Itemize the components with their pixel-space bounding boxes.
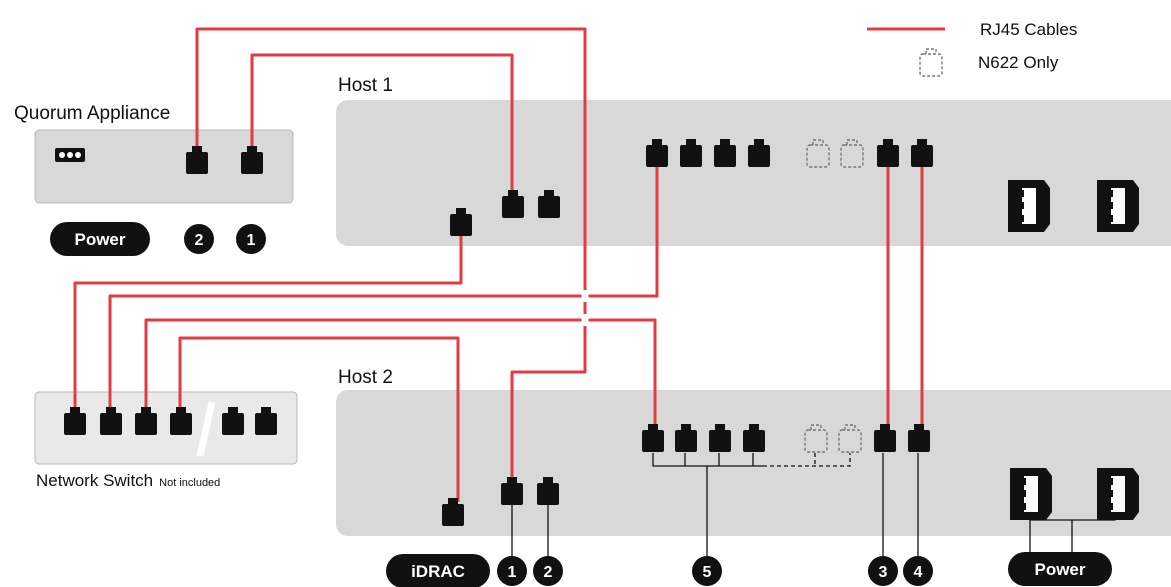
cable-host2-nic-switch: [144, 318, 657, 437]
cable-host2-idrac-switch: [178, 336, 460, 502]
cable-quorum-1-host1: [250, 53, 514, 196]
svg-text:3: 3: [879, 564, 888, 581]
svg-text:Power: Power: [74, 230, 125, 249]
host2-port-3-badge: 3: [868, 556, 898, 586]
host2-bracket-lines: [511, 453, 1116, 563]
svg-text:iDRAC: iDRAC: [411, 562, 465, 581]
quorum-status-icon: [55, 148, 85, 162]
host2-port-1-badge: 1: [497, 556, 527, 586]
svg-text:5: 5: [703, 564, 712, 581]
cable-quorum-2-host2-1: [195, 27, 587, 485]
host2-port-5-badge: 5: [692, 556, 722, 586]
host2-power-socket-2: [1097, 468, 1139, 520]
legend-n622-icon: [919, 48, 943, 77]
quorum-appliance-title: Quorum Appliance: [14, 103, 170, 124]
host2-port-2-badge: 2: [533, 556, 563, 586]
host2-title: Host 2: [338, 367, 393, 388]
cable-host1-mgmt-switch: [73, 235, 463, 415]
host1-power-socket-1: [1008, 180, 1050, 232]
svg-text:2: 2: [544, 564, 553, 581]
quorum-power-badge: Power: [50, 222, 150, 256]
quorum-port-1-badge: 1: [236, 224, 266, 254]
legend-rj45-label: RJ45 Cables: [980, 20, 1077, 39]
svg-text:2: 2: [195, 232, 204, 249]
svg-text:4: 4: [914, 564, 923, 581]
svg-text:Power: Power: [1034, 560, 1085, 579]
quorum-port-2-badge: 2: [184, 224, 214, 254]
legend-n622-label: N622 Only: [978, 53, 1059, 72]
svg-text:1: 1: [508, 564, 517, 581]
quorum-appliance-panel: [34, 129, 294, 204]
host1-power-socket-2: [1097, 180, 1139, 232]
host2-power-socket-1: [1010, 468, 1052, 520]
host2-port-4-badge: 4: [903, 556, 933, 586]
host2-idrac-badge: iDRAC: [386, 554, 490, 587]
host2-power-badge: Power: [1008, 552, 1112, 586]
rj45-cables: [73, 27, 924, 502]
host1-title: Host 1: [338, 75, 393, 96]
switch-divider: [196, 401, 216, 457]
cable-host1-nic-switch: [108, 165, 659, 415]
svg-text:1: 1: [247, 232, 256, 249]
